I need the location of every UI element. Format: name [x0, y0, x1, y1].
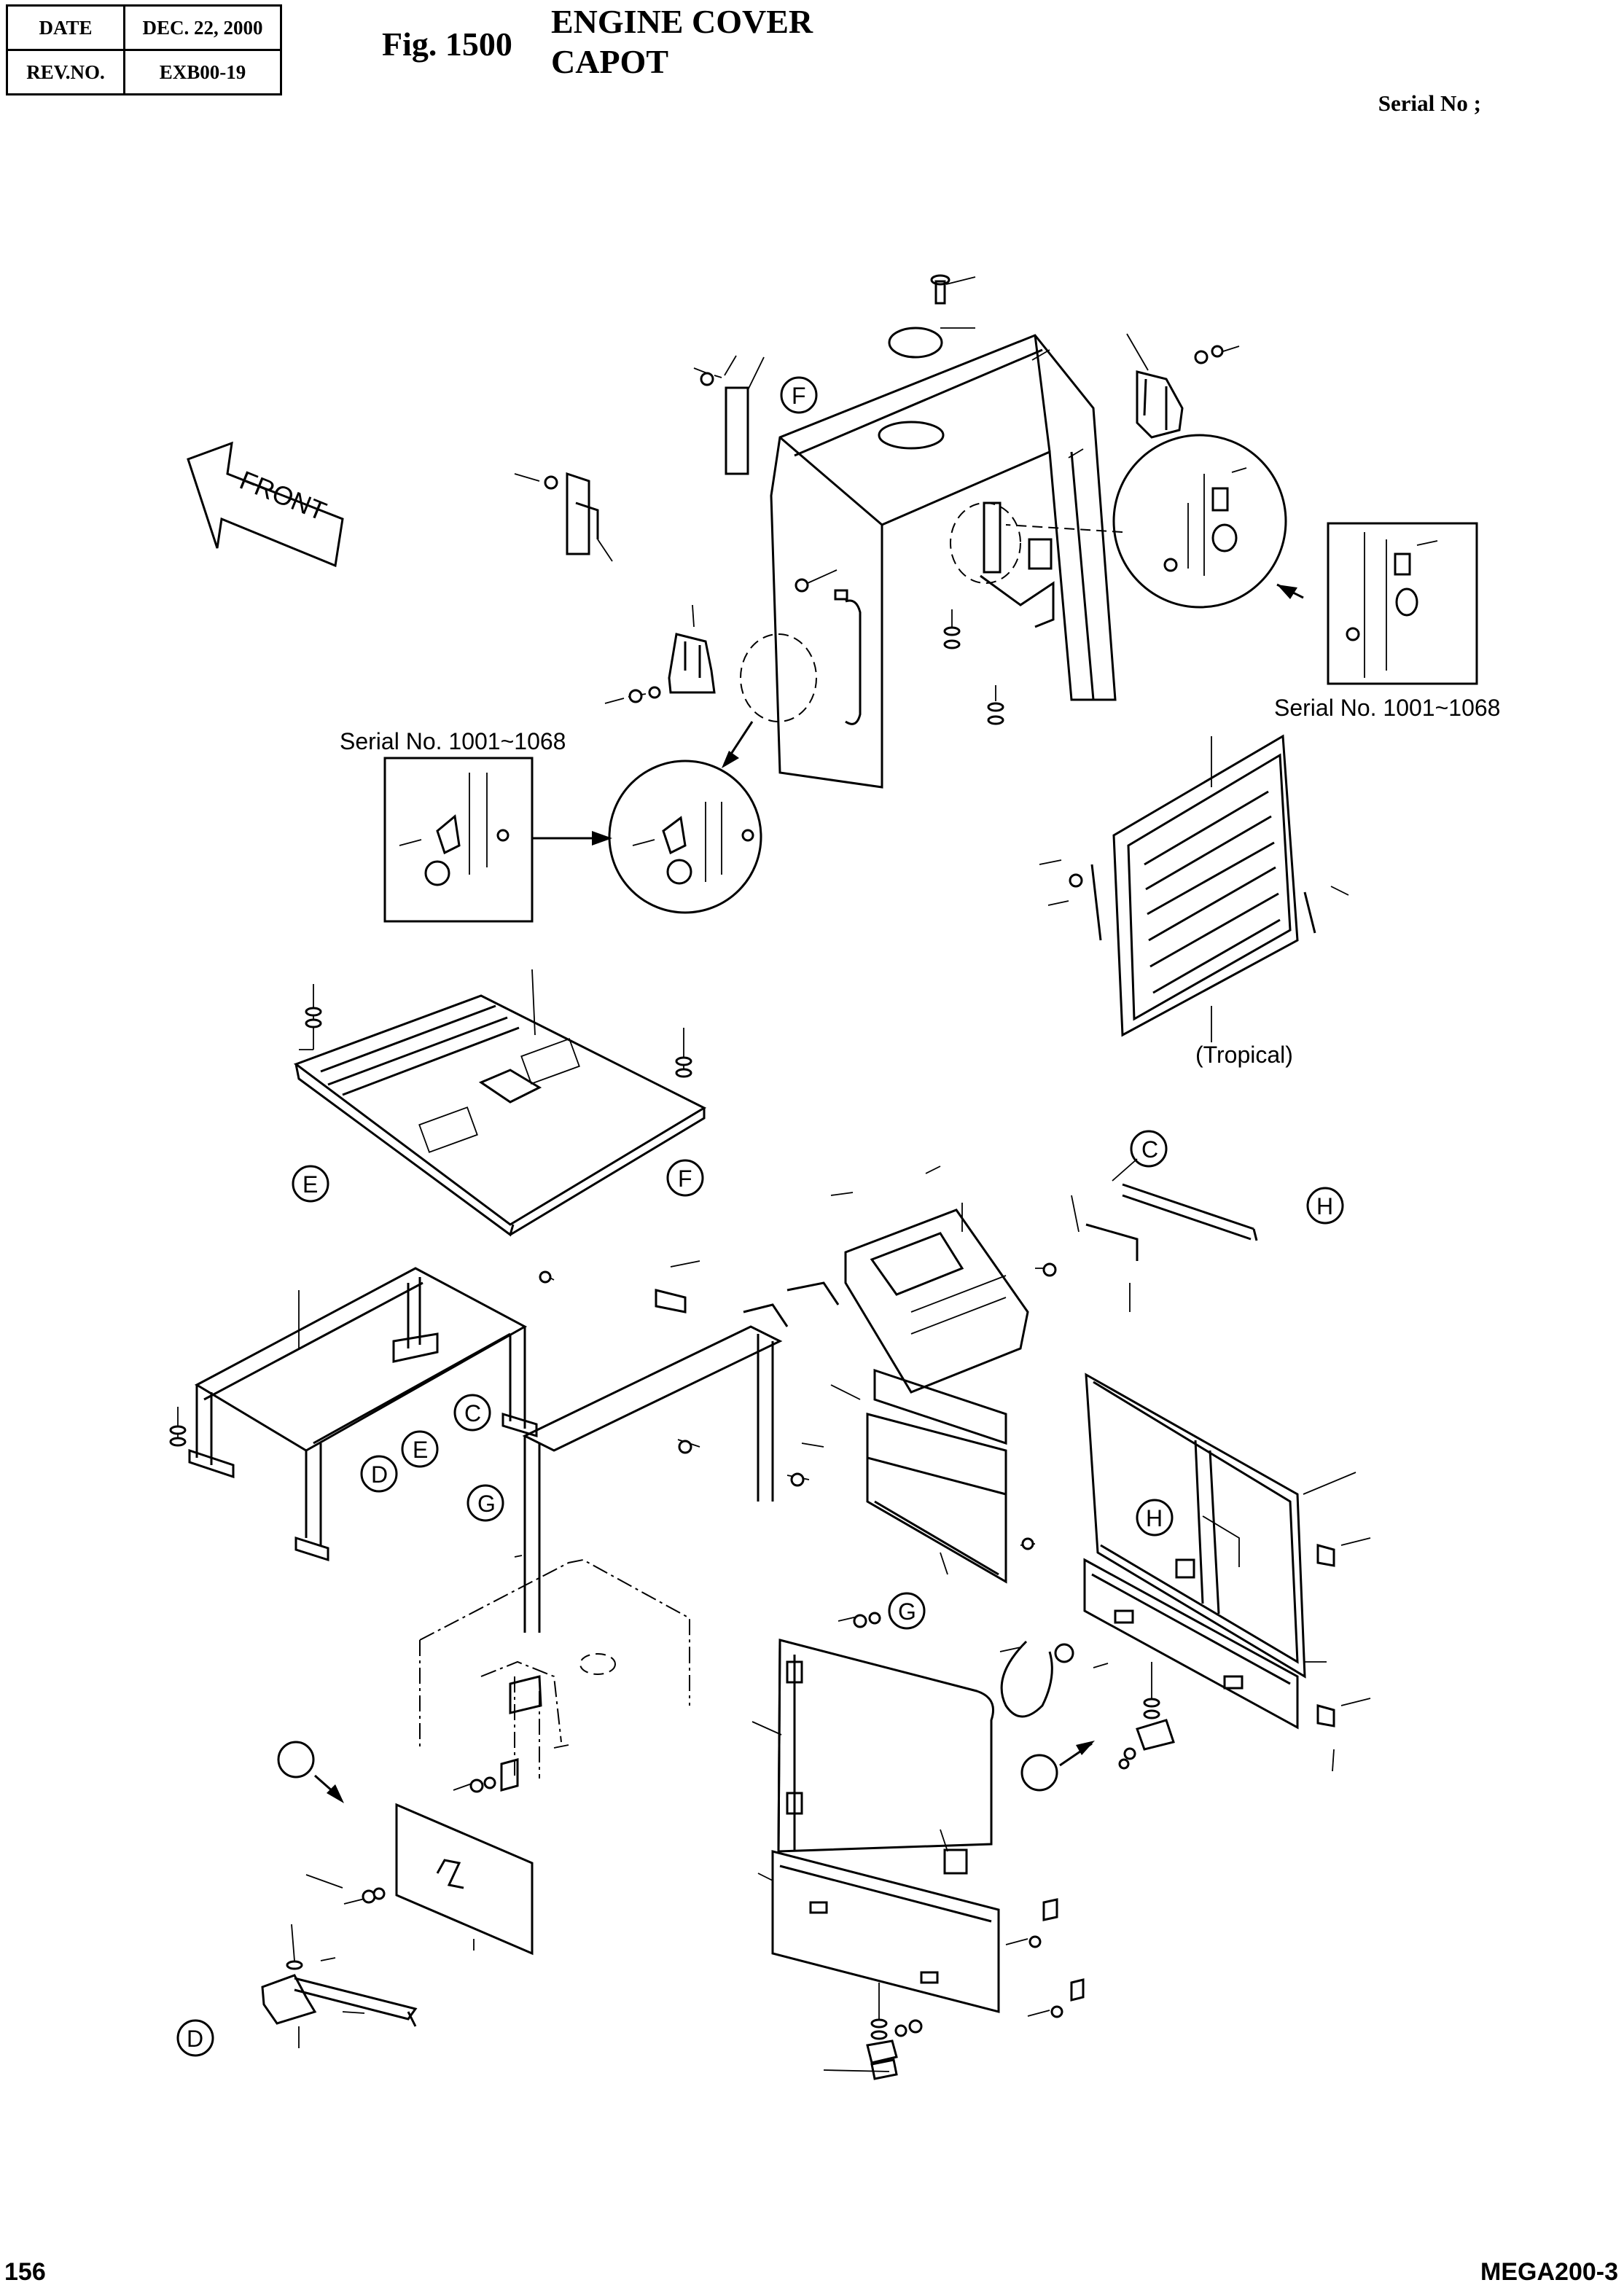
support-frame: [522, 1260, 810, 1633]
hood-fasteners: [795, 569, 1004, 725]
serial-number-label: Serial No ;: [1378, 90, 1481, 116]
marker-e-frame-label: E: [413, 1437, 428, 1463]
model-code: MEGA200-3: [1480, 2258, 1618, 2286]
date-label: DATE: [6, 4, 125, 51]
tropical-label: (Tropical): [1195, 1042, 1293, 1068]
marker-f-plate-label: F: [678, 1166, 692, 1192]
date-value: DEC. 22, 2000: [123, 4, 282, 51]
door-lower-fasteners: [823, 1983, 923, 2080]
figure-title: ENGINE COVER CAPOT: [551, 1, 813, 82]
base-frame: C D E G: [169, 1267, 538, 1562]
detail-circle-right: [1005, 434, 1304, 609]
header-table: DATE DEC. 22, 2000 REV.NO. EXB00-19: [6, 4, 282, 95]
detail-box-left: Serial No. 1001~1068: [340, 728, 612, 923]
marker-c-rod-label: C: [1141, 1136, 1158, 1163]
page-number: 156: [4, 2258, 46, 2286]
serial-range-right: Serial No. 1001~1068: [1274, 695, 1500, 721]
marker-e-plate-label: E: [302, 1171, 318, 1198]
detail-circle-left: [608, 721, 762, 914]
bracket-hood-side: [604, 604, 716, 704]
tropical-grille: (Tropical): [1039, 734, 1349, 1068]
latch-assembly-d: D: [176, 1924, 418, 2057]
top-plate: E F: [292, 969, 707, 1237]
bracket-left: [514, 472, 613, 562]
marker-g-frame-label: G: [477, 1491, 496, 1517]
engine-outline: [419, 1558, 690, 1793]
leader-lines: [298, 349, 1335, 1951]
hood-cap: [888, 274, 976, 359]
side-panel-lower: [277, 1741, 534, 1956]
bracket-top-left: [693, 355, 765, 475]
front-arrow-label: FRONT: [235, 465, 330, 526]
marker-f-top: F: [780, 376, 818, 414]
marker-c-frame-label: C: [464, 1400, 481, 1426]
air-intake-cover: [786, 1166, 1036, 1584]
marker-g-door-label: G: [898, 1598, 916, 1625]
side-door: H: [1083, 1373, 1371, 1730]
front-door: G: [771, 1592, 1085, 2018]
rev-label: REV.NO.: [6, 49, 125, 95]
figure-title-fr: CAPOT: [551, 43, 668, 80]
latch-striker: [1020, 1662, 1175, 1792]
marker-d-latch-label: D: [187, 2026, 203, 2052]
serial-range-left: Serial No. 1001~1068: [340, 728, 566, 754]
engine-hood: [740, 334, 1117, 789]
support-rod: C H: [1035, 1130, 1344, 1312]
front-direction-arrow: FRONT: [187, 441, 344, 568]
marker-h-rod-label: H: [1316, 1193, 1333, 1219]
marker-f-top-label: F: [792, 383, 806, 409]
marker-d-frame-label: D: [371, 1461, 388, 1488]
bracket-top-right: [1126, 333, 1240, 439]
marker-h-door-label: H: [1146, 1505, 1163, 1531]
latch-cable: [999, 1640, 1109, 1718]
detail-box-right: Serial No. 1001~1068: [1274, 522, 1500, 721]
figure-number: Fig. 1500: [382, 26, 512, 63]
rev-value: EXB00-19: [123, 49, 282, 95]
figure-title-en: ENGINE COVER: [551, 3, 813, 40]
